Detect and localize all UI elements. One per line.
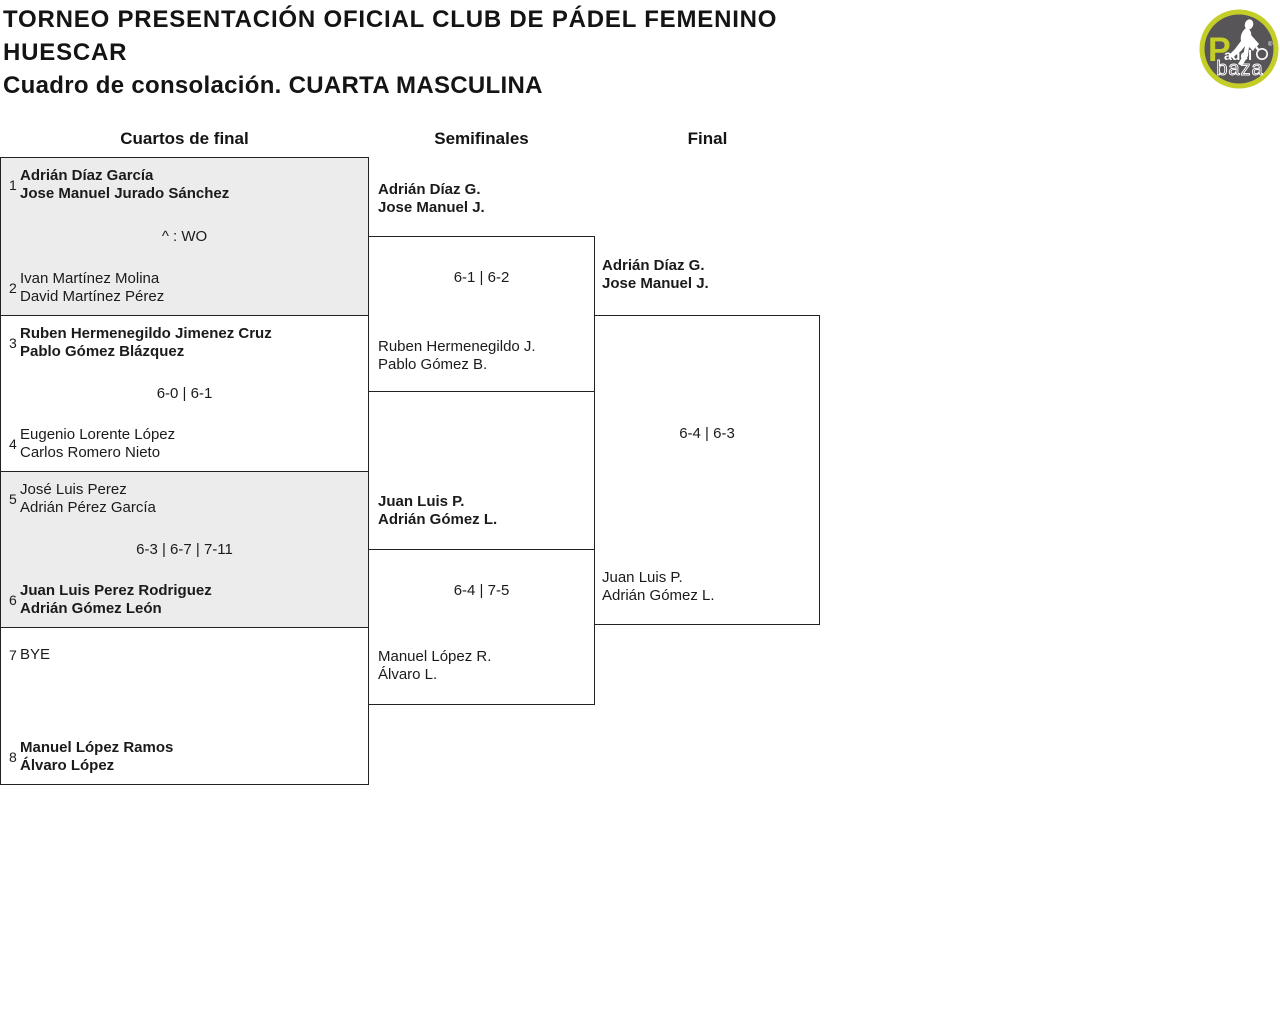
player-name: Pablo Gómez Blázquez [20,343,185,360]
tournament-title-line2: HUESCAR [3,39,128,66]
match-score: ^ : WO [161,228,208,245]
player-name: Adrián Díaz G. [602,257,705,274]
team-name-pair: Juan Luis Perez Rodriguez Adrián Gómez L… [20,582,212,618]
tournament-title-line1: TORNEO PRESENTACIÓN OFICIAL CLUB DE PÁDE… [3,6,778,33]
player-name: Jose Manuel J. [378,199,485,216]
team-slot: 8 Manuel López Ramos Álvaro López [1,739,368,775]
round-header-final: Final [687,129,728,148]
padel-player-silhouette-icon [1229,19,1259,66]
player-name: Adrián Gómez L. [602,587,715,604]
team-slot: 6 Juan Luis Perez Rodriguez Adrián Gómez… [1,582,368,618]
logo-text-baza: baza [1216,58,1263,80]
player-name: Juan Luis Perez Rodriguez [20,582,212,599]
padelbaza-logo-icon: ® P adel baza [1199,9,1279,89]
player-name: Juan Luis P. [602,569,683,586]
semifinal-match-1: 6-1 | 6-2 [368,236,595,392]
team-name-pair: Eugenio Lorente López Carlos Romero Niet… [20,426,175,462]
player-name: Eugenio Lorente López [20,426,176,443]
team-slot: 3 Ruben Hermenegildo Jimenez Cruz Pablo … [1,325,368,361]
round-header-semifinals: Semifinales [434,129,529,148]
registered-mark: ® [1268,41,1273,48]
player-name: Manuel López R. [378,648,492,665]
seed-number: 7 [9,647,17,663]
semifinal-match-2: 6-4 | 7-5 [368,549,595,705]
seed-number: 5 [9,491,17,507]
team-slot: 5 José Luis Perez Adrián Pérez García [1,481,368,517]
match-score: 6-3 | 6-7 | 7-11 [136,541,233,558]
player-name: Jose Manuel Jurado Sánchez [20,185,230,202]
player-name: Pablo Gómez B. [378,356,488,373]
team-slot: 2 Ivan Martínez Molina David Martínez Pé… [1,270,368,306]
team-name-pair: BYE [20,646,50,664]
page-header: TORNEO PRESENTACIÓN OFICIAL CLUB DE PÁDE… [3,3,777,102]
quarterfinal-match-1: 1 Adrián Díaz García Jose Manuel Jurado … [0,157,369,316]
player-name: Carlos Romero Nieto [20,444,161,461]
logo-text-adel: adel [1224,47,1252,63]
round-header-quarterfinals: Cuartos de final [120,129,249,148]
match-score [1,673,368,739]
player-name: BYE [20,646,51,663]
team-slot: 4 Eugenio Lorente López Carlos Romero Ni… [1,426,368,462]
final-match: 6-4 | 6-3 [594,315,820,625]
team-name-pair: Manuel López Ramos Álvaro López [20,739,173,775]
player-name: David Martínez Pérez [20,288,165,305]
match-score: 6-0 | 6-1 [156,385,213,402]
racket-icon [1255,47,1268,60]
player-name: Manuel López Ramos [20,739,174,756]
seed-number: 6 [9,592,17,608]
match-score: 6-4 | 6-3 [679,425,735,442]
semifinal-1-bottom-team: Ruben Hermenegildo J. Pablo Gómez B. [378,338,536,374]
player-name: Adrián Gómez L. [378,511,498,528]
bracket-subtitle: Cuadro de consolación. CUARTA MASCULINA [3,72,543,99]
final-bottom-team: Juan Luis P. Adrián Gómez L. [602,569,715,605]
player-name: Ruben Hermenegildo Jimenez Cruz [20,325,272,342]
final-top-team: Adrián Díaz G. Jose Manuel J. [602,257,709,293]
player-name: Ruben Hermenegildo J. [378,338,536,355]
team-slot: 7 BYE [1,637,368,673]
quarterfinal-match-3: 5 José Luis Perez Adrián Pérez García 6-… [0,472,369,628]
player-name: José Luis Perez [20,481,127,498]
semifinal-2-top-team: Juan Luis P. Adrián Gómez L. [378,493,497,529]
team-name-pair: Ivan Martínez Molina David Martínez Pére… [20,270,164,306]
player-name: Juan Luis P. [378,493,465,510]
player-name: Álvaro L. [378,666,438,683]
seed-number: 2 [9,280,17,296]
quarterfinal-match-4: 7 BYE 8 Manuel López Ramos Álvaro López [0,628,369,785]
match-score: 6-4 | 7-5 [453,582,510,599]
quarterfinal-match-2: 3 Ruben Hermenegildo Jimenez Cruz Pablo … [0,316,369,472]
seed-number: 4 [9,436,17,452]
team-name-pair: Ruben Hermenegildo Jimenez Cruz Pablo Gó… [20,325,272,361]
seed-number: 1 [9,177,17,193]
match-score: 6-1 | 6-2 [453,269,510,286]
semifinal-2-bottom-team: Manuel López R. Álvaro L. [378,648,491,684]
player-name: Ivan Martínez Molina [20,270,160,287]
seed-number: 3 [9,335,17,351]
player-name: Adrián Díaz García [20,167,154,184]
player-name: Álvaro López [20,757,115,774]
logo-letter-p: P [1208,31,1231,69]
team-name-pair: José Luis Perez Adrián Pérez García [20,481,156,517]
player-name: Adrián Pérez García [20,499,156,516]
semifinal-1-top-team: Adrián Díaz G. Jose Manuel J. [378,181,485,217]
team-name-pair: Adrián Díaz García Jose Manuel Jurado Sá… [20,167,229,203]
player-name: Adrián Díaz G. [378,181,481,198]
seed-number: 8 [9,749,17,765]
team-slot: 1 Adrián Díaz García Jose Manuel Jurado … [1,167,368,203]
player-name: Jose Manuel J. [602,275,709,292]
player-name: Adrián Gómez León [20,600,162,617]
